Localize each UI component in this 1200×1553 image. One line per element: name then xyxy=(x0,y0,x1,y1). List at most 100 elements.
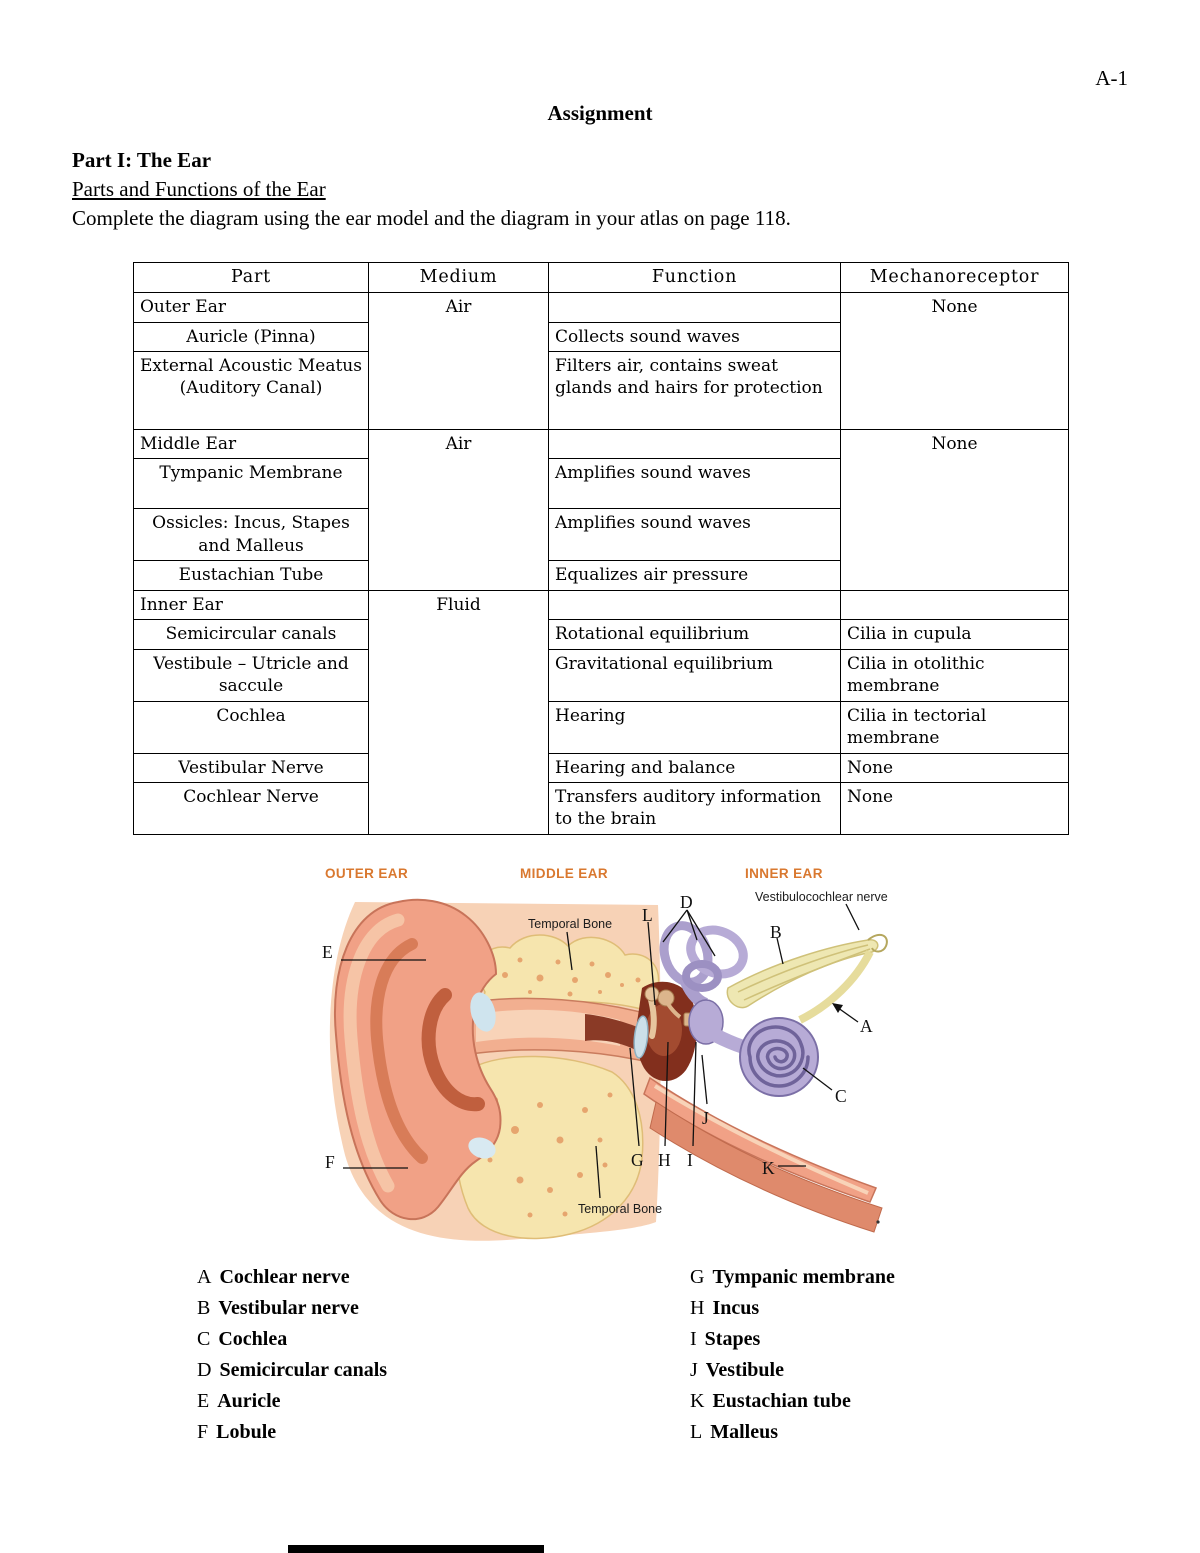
key-name: Vestibule xyxy=(705,1359,784,1381)
section-heading: Part I: The Ear xyxy=(72,148,212,172)
table-row-vestibule: Vestibule – Utricle and saccule Gravitat… xyxy=(133,648,1069,702)
cell-part: Inner Ear xyxy=(133,589,369,621)
key-letter: F xyxy=(197,1421,209,1443)
cell-function: Hearing xyxy=(548,700,841,754)
table-row-middle-ear: Middle Ear Air None xyxy=(133,428,1069,591)
key-letter: K xyxy=(690,1390,705,1412)
key-letter: D xyxy=(197,1359,212,1381)
cell-part: Ossicles: Incus, Stapes and Malleus xyxy=(133,508,369,562)
cell-part: Outer Ear xyxy=(133,292,369,323)
key-letter: C xyxy=(197,1328,211,1350)
temporal-bone-top-label: Temporal Bone xyxy=(528,917,613,931)
cell-medium: Fluid xyxy=(368,589,549,836)
key-letter: E xyxy=(197,1390,210,1412)
table-row-external-acoustic-meatus: External Acoustic Meatus (Auditory Canal… xyxy=(133,350,1069,430)
table-row-tympanic-membrane: Tympanic Membrane Amplifies sound waves xyxy=(133,458,1069,510)
cell-medium: Air xyxy=(368,292,549,430)
cell-part: External Acoustic Meatus (Auditory Canal… xyxy=(133,350,369,430)
table-row-semicircular-canals: Semicircular canals Rotational equilibri… xyxy=(133,619,1069,650)
diagram-letter-a: A xyxy=(860,1016,873,1036)
key-letter: A xyxy=(197,1266,212,1288)
diagram-letter-f: F xyxy=(325,1152,335,1172)
cell-part: Vestibule – Utricle and saccule xyxy=(133,648,369,702)
table-row-cochlea: Cochlea Hearing Cilia in tectorial membr… xyxy=(133,700,1069,754)
cell-mechanoreceptor: None xyxy=(840,292,1069,430)
cell-mechanoreceptor: None xyxy=(840,428,1069,591)
diagram-letter-l: L xyxy=(642,905,653,925)
instruction-text: Complete the diagram using the ear model… xyxy=(72,206,791,230)
key-letter: I xyxy=(690,1328,697,1350)
key-item-i: I Stapes xyxy=(690,1324,895,1355)
key-letter: B xyxy=(197,1297,211,1319)
cell-medium: Air xyxy=(368,428,549,591)
heading-block: Part I: The Ear Parts and Functions of t… xyxy=(72,146,791,233)
region-label-middle-ear: MIDDLE EAR xyxy=(520,866,608,881)
table-row-ossicles: Ossicles: Incus, Stapes and Malleus Ampl… xyxy=(133,508,1069,562)
table-header-row: Part Medium Function Mechanoreceptor xyxy=(133,261,1069,294)
key-name: Semicircular canals xyxy=(219,1359,388,1381)
key-name: Cochlear nerve xyxy=(219,1266,350,1288)
page-title: Assignment xyxy=(547,101,653,125)
table-row-cochlear-nerve: Cochlear Nerve Transfers auditory inform… xyxy=(133,782,1069,836)
key-item-d: D Semicircular canals xyxy=(197,1355,387,1386)
cell-mechanoreceptor: None xyxy=(840,752,1069,784)
cell-mechanoreceptor: Cilia in tectorial membrane xyxy=(840,700,1069,754)
cell-function: Filters air, contains sweat glands and h… xyxy=(548,350,841,430)
diagram-letter-h: H xyxy=(658,1150,671,1170)
table-row-auricle: Auricle (Pinna) Collects sound waves xyxy=(133,321,1069,352)
diagram-letter-i: I xyxy=(687,1150,693,1170)
diagram-letter-b: B xyxy=(770,922,782,942)
cell-function: Gravitational equilibrium xyxy=(548,648,841,702)
key-name: Stapes xyxy=(704,1328,761,1350)
diagram-letter-j: J xyxy=(702,1108,709,1128)
diagram-letter-d: D xyxy=(680,892,693,912)
cell-function: Hearing and balance xyxy=(548,752,841,784)
cell-function: Amplifies sound waves xyxy=(548,508,841,562)
page-number: A-1 xyxy=(1095,66,1128,90)
cell-part: Tympanic Membrane xyxy=(133,458,369,510)
cell-part: Vestibular Nerve xyxy=(133,752,369,784)
key-letter: G xyxy=(690,1266,705,1288)
temporal-bone-bottom-label: Temporal Bone xyxy=(578,1202,663,1216)
cell-part: Cochlear Nerve xyxy=(133,782,369,836)
subsection-heading: Parts and Functions of the Ear xyxy=(72,177,326,201)
key-name: Incus xyxy=(712,1297,760,1319)
col-header-part: Part xyxy=(133,261,369,294)
col-header-mechanoreceptor: Mechanoreceptor xyxy=(840,261,1069,294)
key-item-c: C Cochlea xyxy=(197,1324,387,1355)
key-item-k: K Eustachian tube xyxy=(690,1386,895,1417)
cell-function-empty xyxy=(548,428,841,460)
key-name: Eustachian tube xyxy=(712,1390,851,1412)
region-label-outer-ear: OUTER EAR xyxy=(325,866,409,881)
col-header-function: Function xyxy=(548,261,841,294)
diagram-letter-c: C xyxy=(835,1086,847,1106)
cell-function-empty xyxy=(548,589,841,621)
cell-mechanoreceptor: Cilia in otolithic membrane xyxy=(840,648,1069,702)
cell-function: Equalizes air pressure xyxy=(548,560,841,591)
ear-parts-table: Part Medium Function Mechanoreceptor Out… xyxy=(133,261,1069,836)
cell-part: Eustachian Tube xyxy=(133,560,369,591)
ear-diagram: OUTER EAR MIDDLE EAR INNER EAR Vestibulo… xyxy=(0,855,1200,1255)
cell-part: Semicircular canals xyxy=(133,619,369,650)
key-letter: L xyxy=(690,1421,703,1443)
diagram-letter-g: G xyxy=(631,1150,644,1170)
cell-part: Auricle (Pinna) xyxy=(133,321,369,352)
cell-part: Middle Ear xyxy=(133,428,369,460)
table-row-inner-ear: Inner Ear Fluid xyxy=(133,589,1069,836)
key-name: Lobule xyxy=(216,1421,277,1443)
table-row-vestibular-nerve: Vestibular Nerve Hearing and balance Non… xyxy=(133,752,1069,784)
key-item-a: A Cochlear nerve xyxy=(197,1262,387,1293)
cell-mechanoreceptor: Cilia in cupula xyxy=(840,619,1069,650)
key-name: Cochlea xyxy=(218,1328,288,1350)
cell-mechanoreceptor: None xyxy=(840,782,1069,836)
vestibulocochlear-nerve-label: Vestibulocochlear nerve xyxy=(755,890,888,904)
